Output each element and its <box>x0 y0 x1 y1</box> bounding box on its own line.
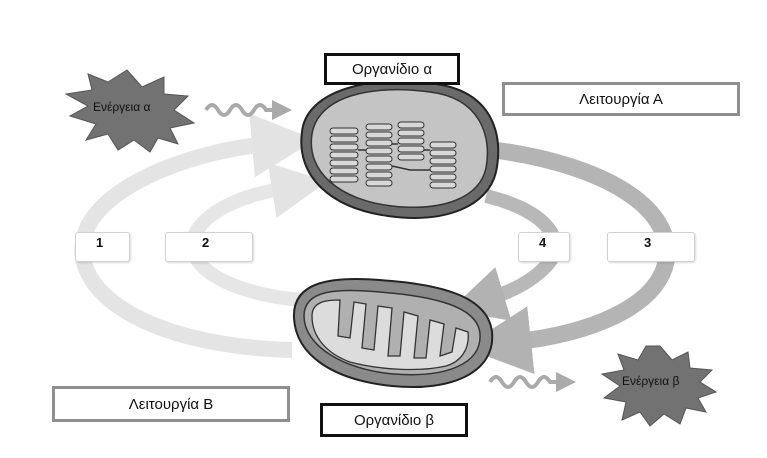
energy-alpha-label: Ενέργεια α <box>93 100 151 114</box>
energy-beta-label: Ενέργεια β <box>622 374 680 388</box>
organelle-beta-label: Οργανίδιο β <box>320 403 468 437</box>
blank-box-3[interactable]: 3 <box>607 232 695 262</box>
blank-box-4[interactable]: 4 <box>518 232 570 262</box>
energy-star-icon <box>600 345 718 427</box>
wavy-arrow-in <box>204 100 292 120</box>
mitochondrion-icon <box>292 277 494 388</box>
organelle-alpha-label: Οργανίδιο α <box>324 53 460 85</box>
blank-box-1[interactable]: 1 <box>75 232 130 262</box>
blank-box-2[interactable]: 2 <box>165 232 253 262</box>
energy-star-icon <box>64 69 196 153</box>
wavy-arrow-out <box>488 372 576 392</box>
chloroplast-icon <box>300 80 500 219</box>
outer-left-arrow <box>74 113 316 358</box>
function-a-label: Λειτουργία Α <box>502 82 740 116</box>
function-b-label: Λειτουργία Β <box>52 386 290 422</box>
